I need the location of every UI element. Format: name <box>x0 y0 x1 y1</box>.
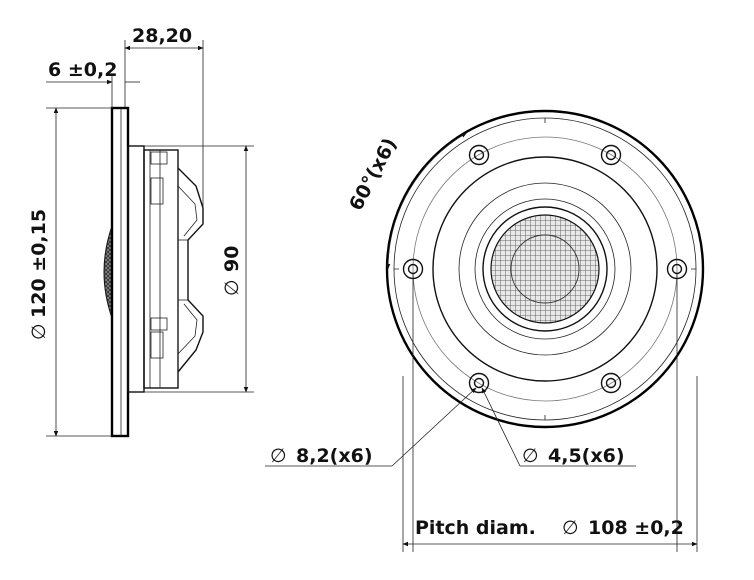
mount-hole-diameter-symbol: ∅ <box>270 445 287 467</box>
side-flange <box>110 106 130 438</box>
screw-diameter-symbol: ∅ <box>522 445 539 467</box>
front-view: 60°(x6) Pitch diam. ∅ 108 ±0,2 ∅ 8,2(x6)… <box>265 109 705 552</box>
body-dim-label: 90 <box>221 246 243 272</box>
mount-hole <box>468 144 490 166</box>
mount-hole <box>600 144 622 166</box>
outer-dim-label: 120 ±0,15 <box>28 209 50 318</box>
mount-hole-label: 8,2(x6) <box>296 445 373 467</box>
flange-dim-label: 6 ±0,2 <box>48 59 117 81</box>
mount-hole <box>600 372 622 394</box>
body-dim-diameter-symbol: ∅ <box>221 279 243 296</box>
depth-dim-label: 28,20 <box>132 25 192 47</box>
front-dome-grille <box>490 214 600 324</box>
screw-label: 4,5(x6) <box>548 445 625 467</box>
side-view: 28,20 6 ±0,2 ∅ 120 ±0,15 ∅ 90 <box>28 25 254 438</box>
screw-leader <box>481 387 521 467</box>
angle-arc <box>385 132 467 270</box>
outer-dim-diameter-symbol: ∅ <box>28 323 50 340</box>
side-body <box>127 145 204 393</box>
pitch-dim-value: 108 ±0,2 <box>588 517 684 539</box>
pitch-dim-prefix: Pitch diam. <box>415 517 536 539</box>
mount-hole-leader <box>391 387 477 467</box>
angle-label: 60°(x6) <box>345 134 401 214</box>
pitch-dim-diameter-symbol: ∅ <box>562 517 579 539</box>
mount-hole <box>468 372 490 394</box>
